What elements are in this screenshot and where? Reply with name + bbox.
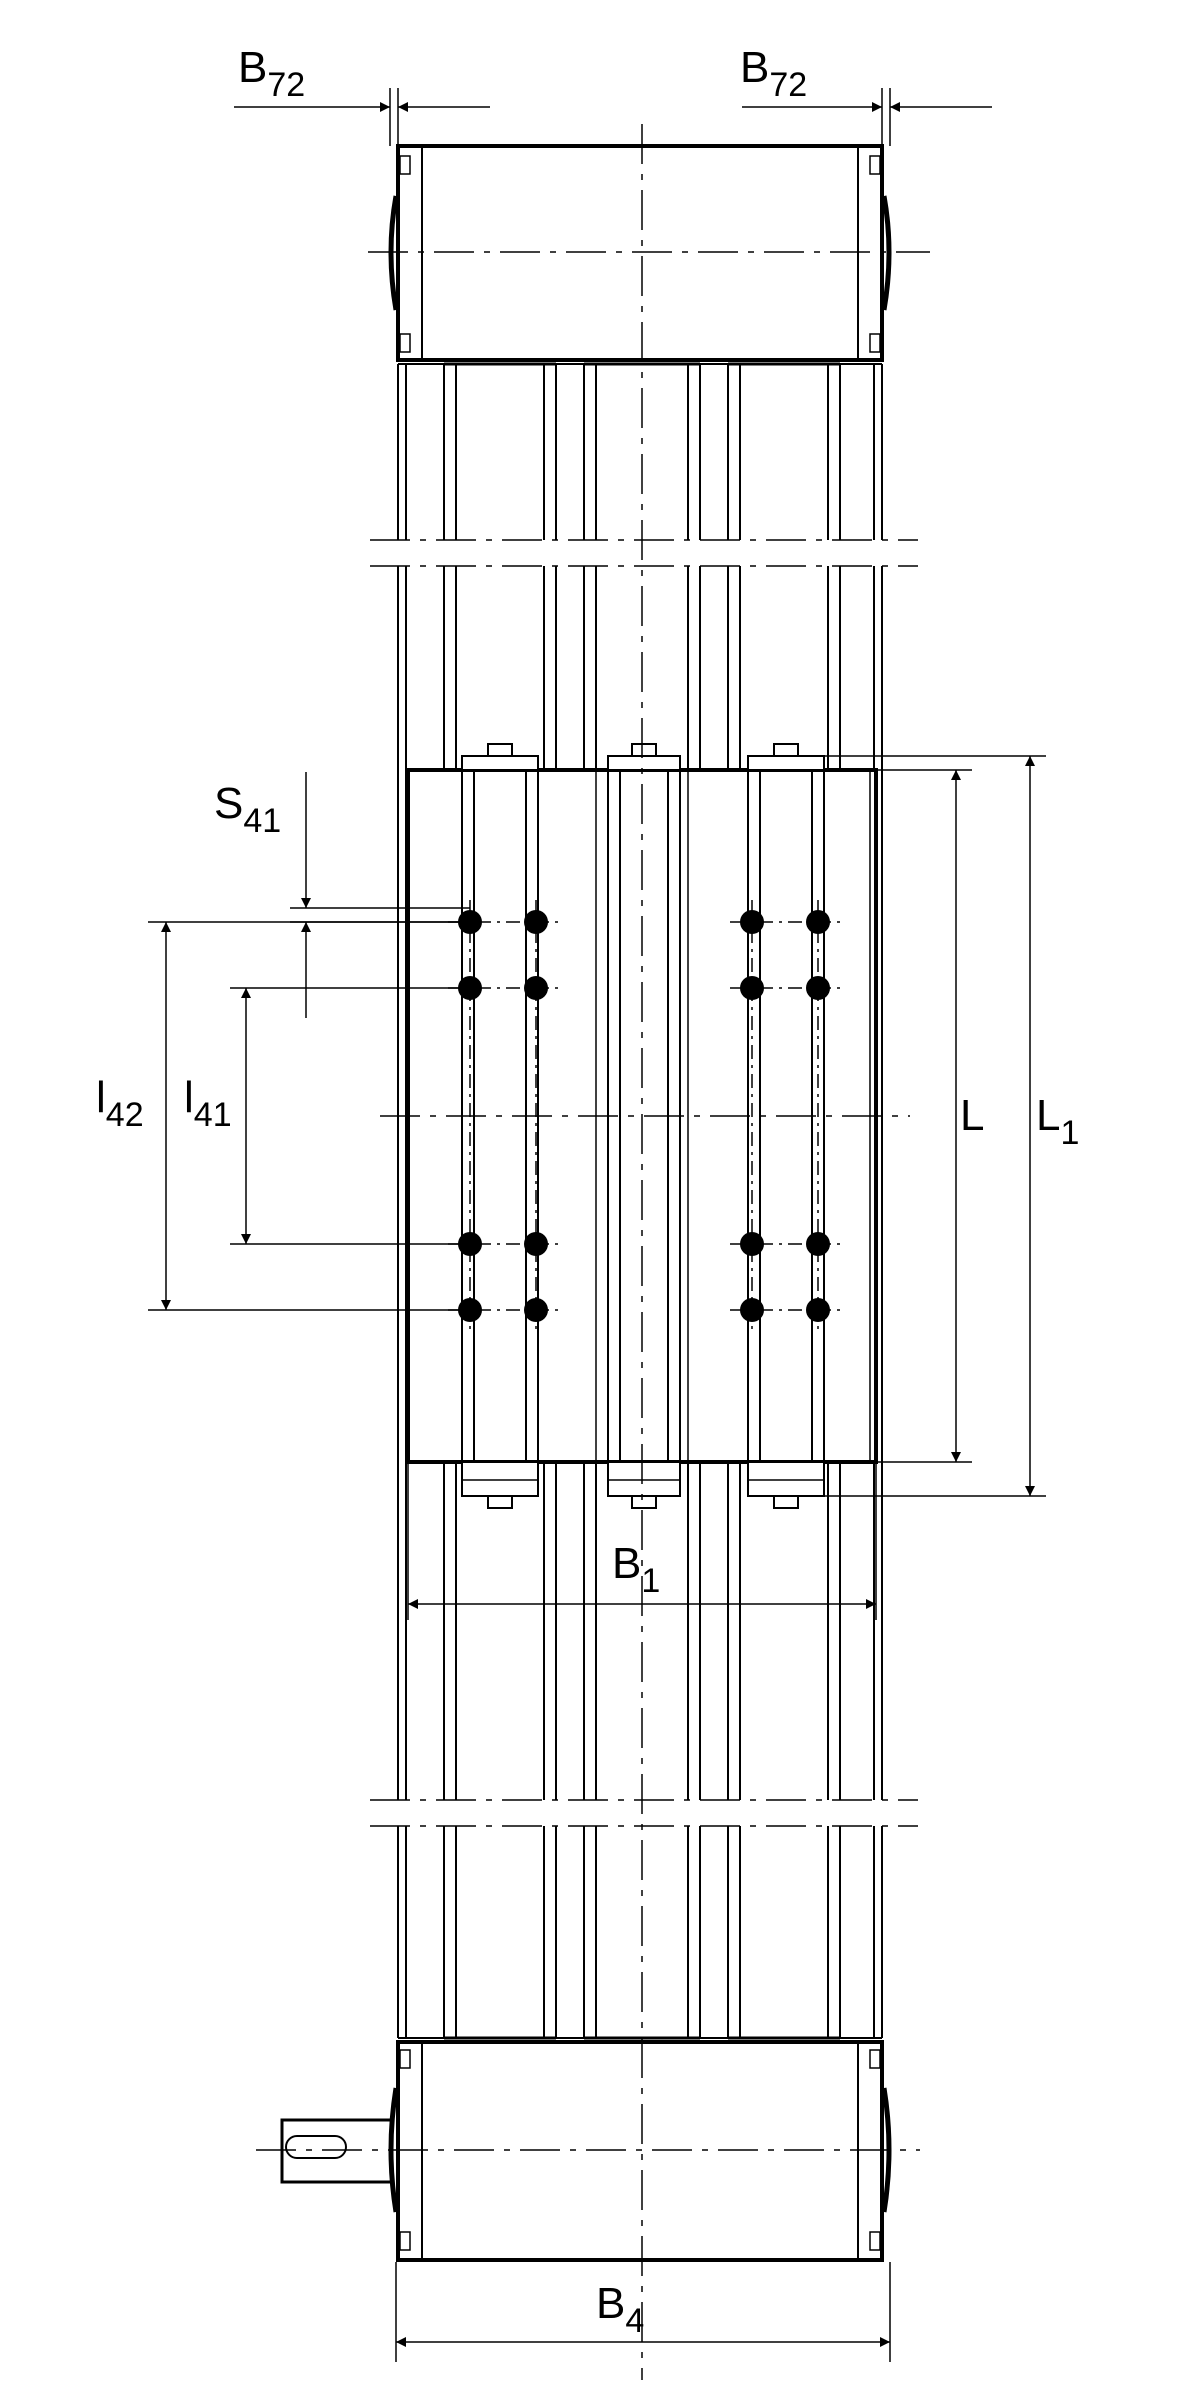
profile-rails-lower [397, 1826, 883, 2040]
label-b72-left: B72 [238, 43, 305, 104]
dim-l1 [824, 755, 1046, 1497]
dim-b1 [407, 1462, 877, 1620]
profile-rails-upper [397, 362, 883, 540]
label-l41: l41 [184, 1073, 232, 1134]
bottom-end-housing [388, 2037, 892, 2262]
dim-b72-left [234, 88, 490, 146]
break-lines [370, 539, 918, 1827]
drive-shaft [280, 2118, 394, 2184]
label-l42: l42 [96, 1073, 144, 1134]
label-l1: L1 [1036, 1091, 1079, 1152]
dim-l41 [230, 987, 470, 1245]
label-l: L [960, 1091, 984, 1140]
label-b72-right: B72 [740, 43, 807, 104]
label-s41: S41 [214, 779, 281, 840]
top-end-housing [388, 144, 892, 365]
dim-b72-right [742, 88, 992, 146]
dim-l [876, 769, 972, 1463]
centerlines [256, 124, 930, 2380]
dim-l42 [148, 921, 470, 1311]
label-b1: B1 [612, 1539, 660, 1600]
dim-b4 [395, 2262, 891, 2362]
label-b4: B4 [596, 2279, 644, 2340]
